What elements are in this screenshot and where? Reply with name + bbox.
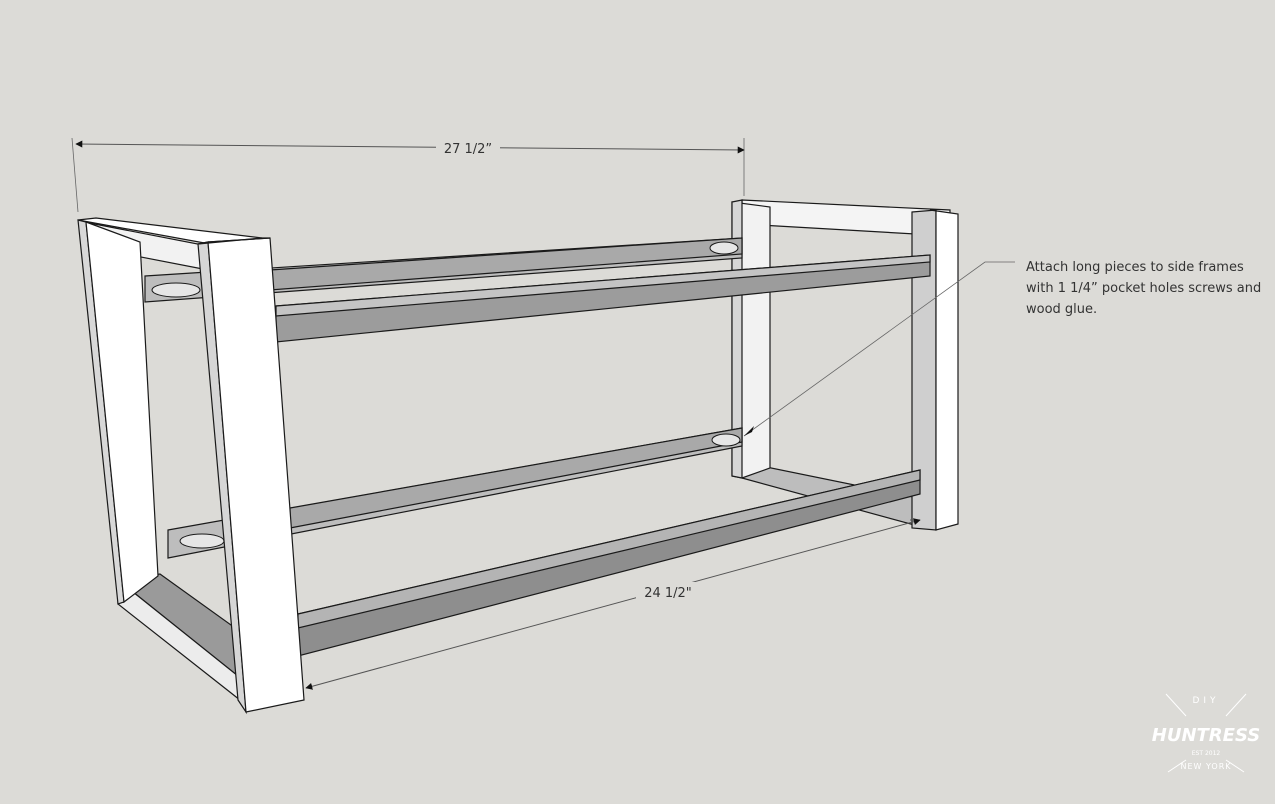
logo-est-text: EST 2012 bbox=[1192, 750, 1221, 757]
top-dimension-line bbox=[75, 140, 745, 154]
pocket-hole-bottom-left bbox=[179, 533, 225, 549]
back-top-rail bbox=[144, 237, 743, 303]
top-width-dimension: 27 1/2” bbox=[71, 137, 745, 213]
right-side-frame bbox=[731, 199, 959, 531]
pocket-hole-bottom-right bbox=[711, 433, 741, 447]
annotation-line-2: with 1 1/4” pocket holes screws and bbox=[1026, 281, 1261, 296]
callout-leader-line bbox=[743, 261, 1015, 437]
pocket-hole-top-left bbox=[151, 282, 201, 298]
pocket-holes bbox=[151, 241, 741, 549]
logo-main-text: HUNTRESS bbox=[1152, 725, 1260, 746]
bottom-dimension-line bbox=[305, 518, 921, 690]
annotation-callout: Attach long pieces to side frames with 1… bbox=[743, 260, 1265, 437]
bottom-length-label: 24 1/2" bbox=[644, 586, 692, 601]
annotation-text: Attach long pieces to side frames with 1… bbox=[1026, 260, 1265, 317]
top-width-label: 27 1/2” bbox=[444, 142, 492, 157]
left-side-frame bbox=[77, 217, 305, 715]
annotation-line-3: wood glue. bbox=[1026, 302, 1097, 317]
bottom-length-dimension: 24 1/2" bbox=[305, 518, 921, 690]
diy-huntress-logo: DIY HUNTRESS EST 2012 NEW YORK bbox=[1152, 693, 1260, 773]
logo-city-text: NEW YORK bbox=[1180, 762, 1231, 771]
logo-top-text: DIY bbox=[1192, 696, 1219, 706]
pocket-hole-top-right bbox=[709, 241, 739, 255]
annotation-line-1: Attach long pieces to side frames bbox=[1026, 260, 1244, 275]
